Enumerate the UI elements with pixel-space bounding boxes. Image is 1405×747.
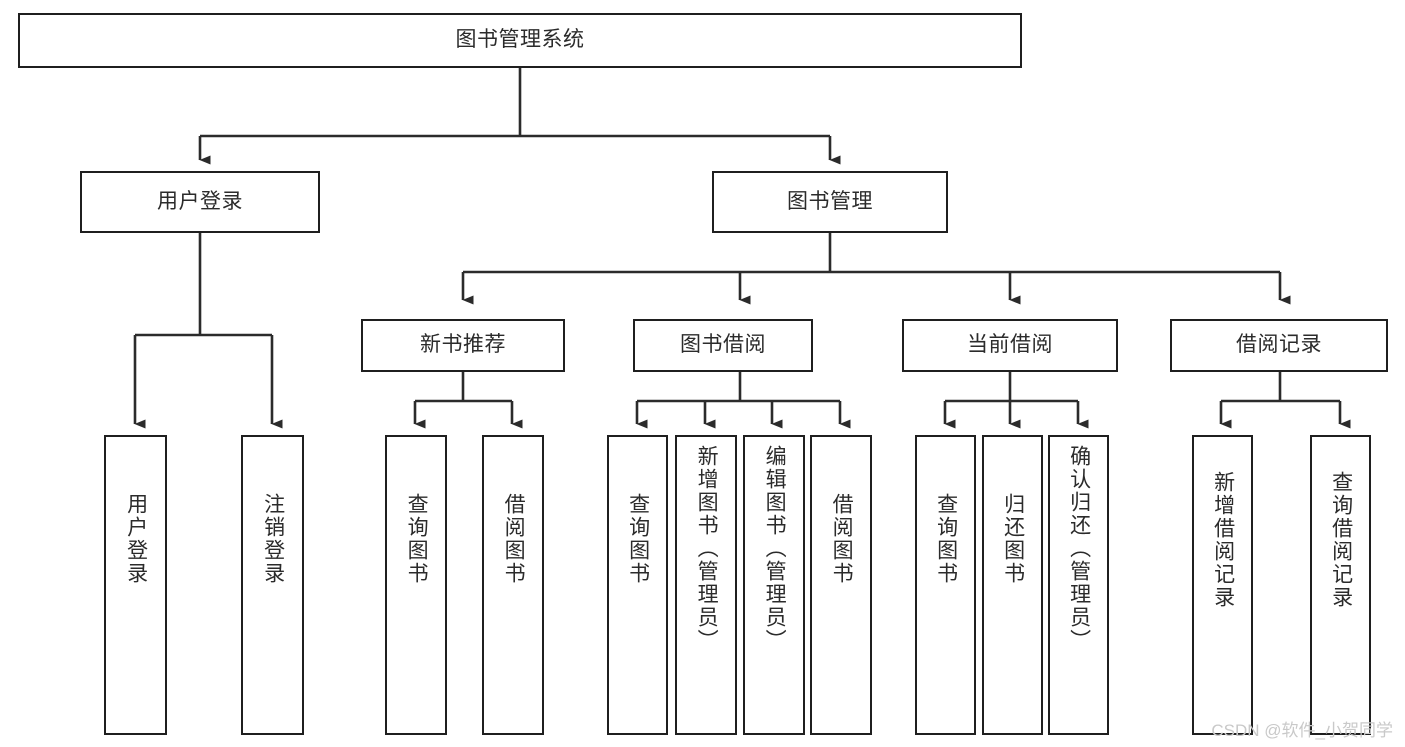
leaf-query-book-current[interactable]: 查询图书 (915, 435, 976, 735)
leaf-query-book-borrow-label: 查询图书 (626, 493, 650, 585)
leaf-logout-label: 注销登录 (261, 493, 285, 585)
leaf-return-book[interactable]: 归还图书 (982, 435, 1043, 735)
leaf-add-borrow-record-label: 新增借阅记录 (1211, 471, 1235, 609)
leaf-borrow-book-newbook-label: 借阅图书 (502, 493, 526, 585)
leaf-query-book-newbook-label: 查询图书 (405, 493, 429, 585)
leaf-user-login-label: 用户登录 (124, 493, 148, 585)
leaf-borrow-book-borrow[interactable]: 借阅图书 (810, 435, 872, 735)
leaf-borrow-book-newbook[interactable]: 借阅图书 (482, 435, 544, 735)
node-new-book-recommend-label: 新书推荐 (420, 333, 506, 357)
leaf-logout[interactable]: 注销登录 (241, 435, 304, 735)
node-book-management-label: 图书管理 (787, 189, 873, 213)
node-new-book-recommend[interactable]: 新书推荐 (361, 319, 565, 372)
leaf-add-book-admin[interactable]: 新增图书（管理员） (675, 435, 737, 735)
node-current-borrow[interactable]: 当前借阅 (902, 319, 1118, 372)
node-current-borrow-label: 当前借阅 (967, 333, 1053, 357)
leaf-user-login[interactable]: 用户登录 (104, 435, 167, 735)
leaf-edit-book-admin-label: 编辑图书（管理员） (763, 445, 787, 652)
leaf-confirm-return-admin-label: 确认归还（管理员） (1067, 445, 1091, 652)
leaf-query-book-newbook[interactable]: 查询图书 (385, 435, 447, 735)
node-user-login-label: 用户登录 (157, 189, 243, 213)
leaf-query-borrow-record[interactable]: 查询借阅记录 (1310, 435, 1371, 735)
node-book-management[interactable]: 图书管理 (712, 171, 948, 233)
leaf-borrow-book-borrow-label: 借阅图书 (830, 493, 854, 585)
node-book-borrow[interactable]: 图书借阅 (633, 319, 813, 372)
node-borrow-record-label: 借阅记录 (1236, 333, 1322, 357)
leaf-add-book-admin-label: 新增图书（管理员） (695, 445, 719, 652)
leaf-confirm-return-admin[interactable]: 确认归还（管理员） (1048, 435, 1109, 735)
leaf-query-book-borrow[interactable]: 查询图书 (607, 435, 668, 735)
node-book-borrow-label: 图书借阅 (680, 333, 766, 357)
node-root[interactable]: 图书管理系统 (18, 13, 1022, 68)
node-user-login[interactable]: 用户登录 (80, 171, 320, 233)
leaf-return-book-label: 归还图书 (1001, 493, 1025, 585)
leaf-add-borrow-record[interactable]: 新增借阅记录 (1192, 435, 1253, 735)
leaf-query-book-current-label: 查询图书 (934, 493, 958, 585)
leaf-edit-book-admin[interactable]: 编辑图书（管理员） (743, 435, 805, 735)
node-root-label: 图书管理系统 (455, 28, 585, 52)
node-borrow-record[interactable]: 借阅记录 (1170, 319, 1388, 372)
leaf-query-borrow-record-label: 查询借阅记录 (1329, 471, 1353, 609)
